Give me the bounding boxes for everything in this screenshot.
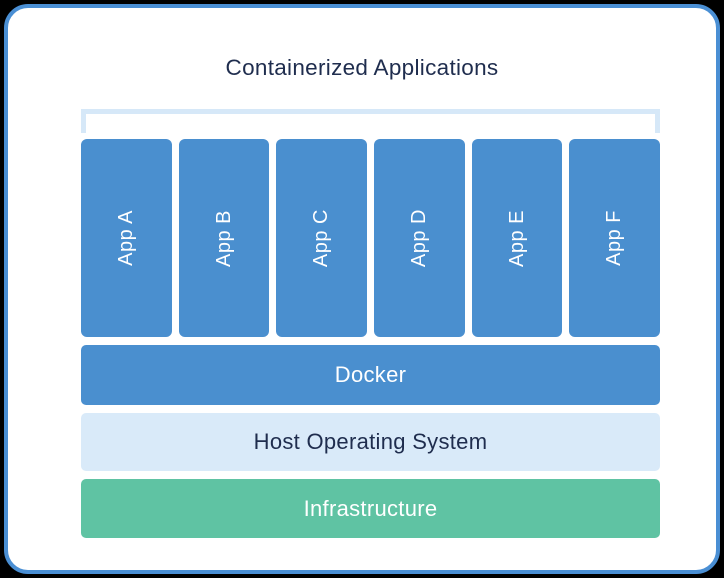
layer-infrastructure: Infrastructure [81, 479, 660, 538]
app-label-f: App F [603, 210, 626, 266]
app-block-f: App F [569, 139, 661, 337]
app-label-e: App E [505, 209, 528, 267]
app-block-a: App A [81, 139, 172, 337]
app-block-e: App E [471, 139, 563, 337]
layer-host-operating-system: Host Operating System [81, 413, 660, 471]
app-block-c: App C [276, 139, 368, 337]
app-label-c: App C [310, 208, 333, 268]
app-label-d: App D [407, 208, 430, 268]
diagram-title: Containerized Applications [225, 55, 499, 80]
app-block-d: App D [374, 139, 465, 337]
apps-row: App A App B App C App D App E App F [81, 139, 661, 337]
app-label-a: App A [114, 210, 137, 266]
app-block-b: App B [178, 139, 270, 337]
layer-docker: Docker [81, 345, 660, 405]
app-label-b: App B [212, 209, 235, 267]
diagram-card: Containerized Applications App A App B A… [4, 4, 720, 574]
apps-group-bracket [81, 109, 660, 133]
